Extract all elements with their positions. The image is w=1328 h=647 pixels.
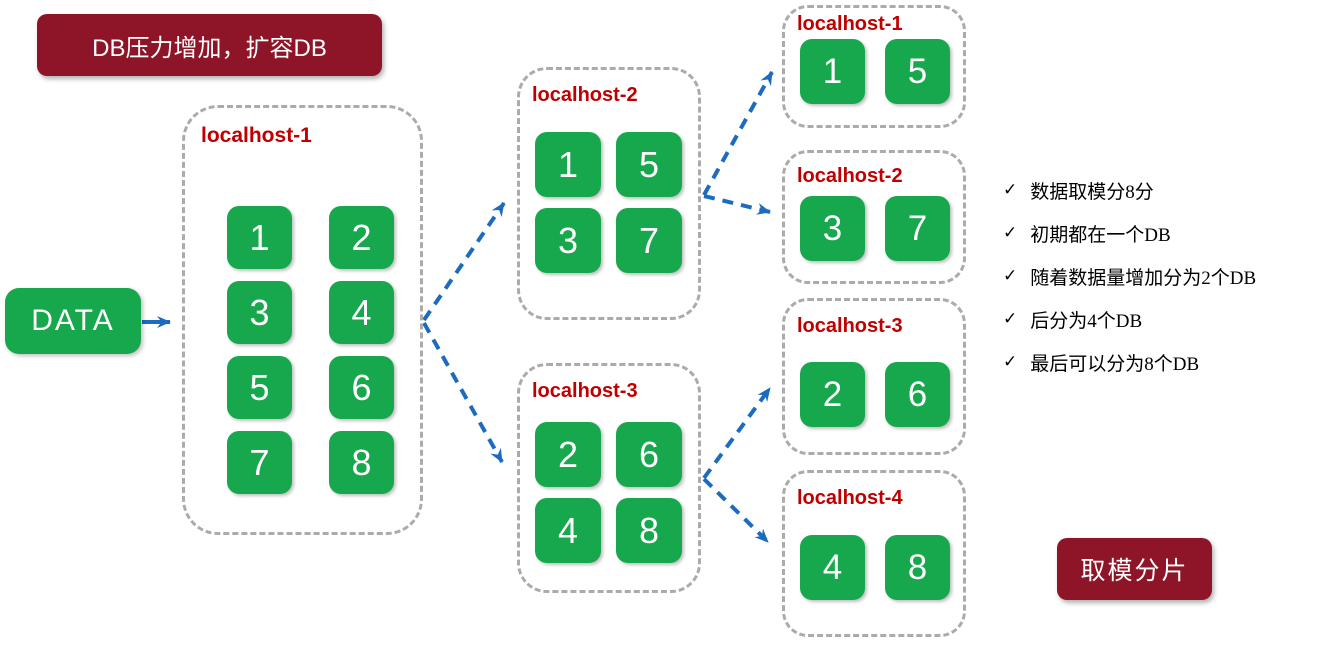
host-title: localhost-2 [532, 84, 638, 106]
shard-box: 7 [885, 196, 950, 261]
host-stage2-localhost-2: localhost-2 1 5 3 7 [517, 67, 701, 320]
host-stage3-localhost-2: localhost-2 3 7 [782, 150, 966, 284]
arrow-localhost2-to-right2 [703, 194, 771, 215]
note-text: 最后可以分为8个DB [1030, 353, 1200, 375]
shard-box: 8 [616, 498, 682, 563]
note-item: ✓ 随着数据量增加分为2个DB [1003, 265, 1257, 289]
shard-box: 3 [800, 196, 865, 261]
shard-box: 4 [800, 535, 865, 600]
shard-box: 4 [329, 281, 394, 344]
arrow-stage1-to-localhost2 [422, 201, 506, 322]
host-title: localhost-4 [797, 487, 903, 509]
host-title: localhost-2 [797, 165, 903, 187]
note-item: ✓ 最后可以分为8个DB [1003, 351, 1256, 375]
shard-box: 7 [616, 208, 682, 273]
host-stage2-localhost-3: localhost-3 2 6 4 8 [517, 363, 701, 593]
banner-db-scale-out: DB压力增加，扩容DB [37, 14, 382, 76]
check-icon: ✓ [1003, 223, 1018, 243]
check-icon: ✓ [1003, 180, 1018, 200]
data-source-label: DATA [31, 304, 115, 337]
host-title: localhost-1 [797, 13, 903, 35]
shard-box: 3 [535, 208, 601, 273]
shard-box: 1 [535, 132, 601, 197]
arrow-localhost2-to-right1 [702, 71, 774, 196]
shard-box: 1 [227, 206, 292, 269]
check-icon: ✓ [1003, 309, 1018, 329]
shard-box: 2 [800, 362, 865, 427]
host-stage3-localhost-1: localhost-1 1 5 [782, 5, 966, 128]
shard-box: 2 [535, 422, 601, 487]
check-icon: ✓ [1003, 266, 1018, 286]
shard-grid: 1 5 3 7 [535, 132, 682, 273]
shard-grid: 2 6 4 8 [535, 422, 682, 563]
banner-top-label: DB压力增加，扩容DB [92, 34, 327, 62]
notes-list: ✓ 数据取模分8分 ✓ 初期都在一个DB ✓ 随着数据量增加分为2个DB ✓ 后… [1003, 179, 1256, 394]
host-stage1-localhost-1: localhost-1 1 2 3 4 5 6 7 8 [182, 105, 423, 535]
shard-row: 4 8 [800, 535, 950, 600]
shard-box: 5 [616, 132, 682, 197]
arrow-localhost3-to-right4 [702, 477, 770, 544]
shard-box: 4 [535, 498, 601, 563]
shard-box: 5 [885, 39, 950, 104]
banner-modulo-sharding: 取模分片 [1057, 538, 1212, 600]
host-title: localhost-1 [201, 124, 312, 147]
shard-box: 3 [227, 281, 292, 344]
note-item: ✓ 数据取模分8分 [1003, 179, 1256, 203]
shard-box: 8 [885, 535, 950, 600]
banner-bottom-label: 取模分片 [1080, 558, 1189, 585]
host-title: localhost-3 [797, 315, 903, 337]
data-source-box: DATA [5, 288, 141, 354]
note-text: 初期都在一个DB [1030, 224, 1171, 246]
shard-row: 1 5 [800, 39, 950, 104]
shard-box: 6 [616, 422, 682, 487]
shard-row: 3 7 [800, 196, 950, 261]
check-icon: ✓ [1003, 352, 1018, 372]
host-stage3-localhost-3: localhost-3 2 6 [782, 298, 966, 455]
note-item: ✓ 后分为4个DB [1003, 308, 1256, 332]
shard-box: 6 [329, 356, 394, 419]
shard-box: 7 [227, 431, 292, 494]
shard-box: 6 [885, 362, 950, 427]
note-text: 随着数据量增加分为2个DB [1030, 267, 1257, 289]
host-stage3-localhost-4: localhost-4 4 8 [782, 470, 966, 637]
arrow-stage1-to-localhost3 [422, 322, 504, 463]
shard-box: 2 [329, 206, 394, 269]
shard-row: 2 6 [800, 362, 950, 427]
host-title: localhost-3 [532, 380, 638, 402]
note-text: 后分为4个DB [1030, 310, 1143, 332]
shard-box: 1 [800, 39, 865, 104]
arrow-localhost3-to-right3 [702, 386, 772, 480]
note-text: 数据取模分8分 [1030, 181, 1154, 203]
shard-box: 5 [227, 356, 292, 419]
shard-box: 8 [329, 431, 394, 494]
shard-grid: 1 2 3 4 5 6 7 8 [227, 206, 394, 494]
note-item: ✓ 初期都在一个DB [1003, 222, 1256, 246]
